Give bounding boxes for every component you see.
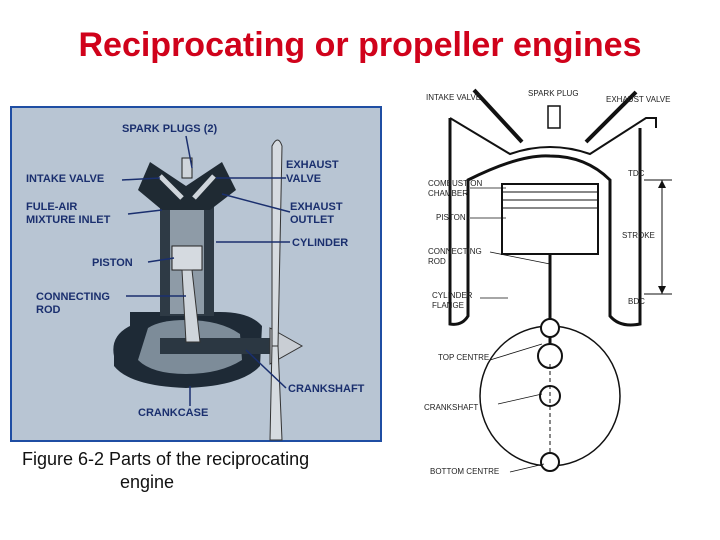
label-connecting-rod-1: CONNECTING	[36, 291, 110, 303]
caption-line-1: Figure 6-2 Parts of the reciprocating	[22, 449, 310, 469]
label-crankcase: CRANKCASE	[138, 407, 208, 419]
figure-caption: Figure 6-2 Parts of the reciprocating en…	[22, 448, 309, 494]
label-bdc: BDC	[628, 297, 645, 306]
label-crankshaft: CRANKSHAFT	[288, 383, 365, 395]
label-exhaust-valve-1: EXHAUST	[286, 159, 339, 171]
label-exhaust-outlet-1: EXHAUST	[290, 201, 343, 213]
label-exhaust-outlet-2: OUTLET	[290, 214, 334, 226]
label-combustion-2: CHAMBER	[428, 189, 468, 198]
label-piston: PISTON	[92, 257, 133, 269]
label-top-centre: TOP CENTRE	[438, 353, 489, 362]
label-exhaust-valve-2: VALVE	[286, 173, 321, 185]
piston-shape	[501, 183, 599, 255]
piston-shape	[171, 245, 203, 271]
label-stroke: STROKE	[622, 231, 655, 240]
label-spark-plugs: SPARK PLUGS (2)	[122, 123, 217, 135]
piston-stroke-diagram: INTAKE VALVE SPARK PLUG EXHAUST VALVE CO…	[424, 88, 672, 476]
label-connecting-rod-2: ROD	[36, 304, 61, 316]
label-crankshaft: CRANKSHAFT	[424, 403, 478, 412]
cylinder-head-shape	[138, 162, 236, 210]
label-combustion-1: COMBUSTION	[428, 179, 482, 188]
connecting-rod-shape	[181, 269, 201, 343]
label-bottom-centre: BOTTOM CENTRE	[430, 467, 499, 476]
label-connecting-2: ROD	[428, 257, 446, 266]
label-intake-valve: INTAKE VALVE	[426, 93, 481, 102]
label-intake-valve: INTAKE VALVE	[26, 173, 104, 185]
cylinder-outline	[448, 118, 642, 327]
label-cylinder-1: CYLINDER	[432, 291, 473, 300]
label-tdc: TDC	[628, 169, 645, 178]
label-spark-plug: SPARK PLUG	[528, 89, 579, 98]
label-connecting-1: CONNECTING	[428, 247, 482, 256]
reciprocating-engine-diagram: SPARK PLUGS (2) INTAKE VALVE EXHAUST VAL…	[10, 106, 382, 442]
label-fuel-air-1: FULE-AIR	[26, 201, 77, 213]
label-exhaust-valve: EXHAUST VALVE	[606, 95, 670, 104]
label-cylinder-2: FLANGE	[432, 301, 464, 310]
label-piston: PISTON	[436, 213, 466, 222]
propeller-blade-shape	[271, 139, 283, 347]
page-title: Reciprocating or propeller engines	[78, 26, 642, 64]
label-cylinder: CYLINDER	[292, 237, 348, 249]
caption-line-2: engine	[120, 472, 175, 492]
label-fuel-air-2: MIXTURE INLET	[26, 214, 111, 226]
